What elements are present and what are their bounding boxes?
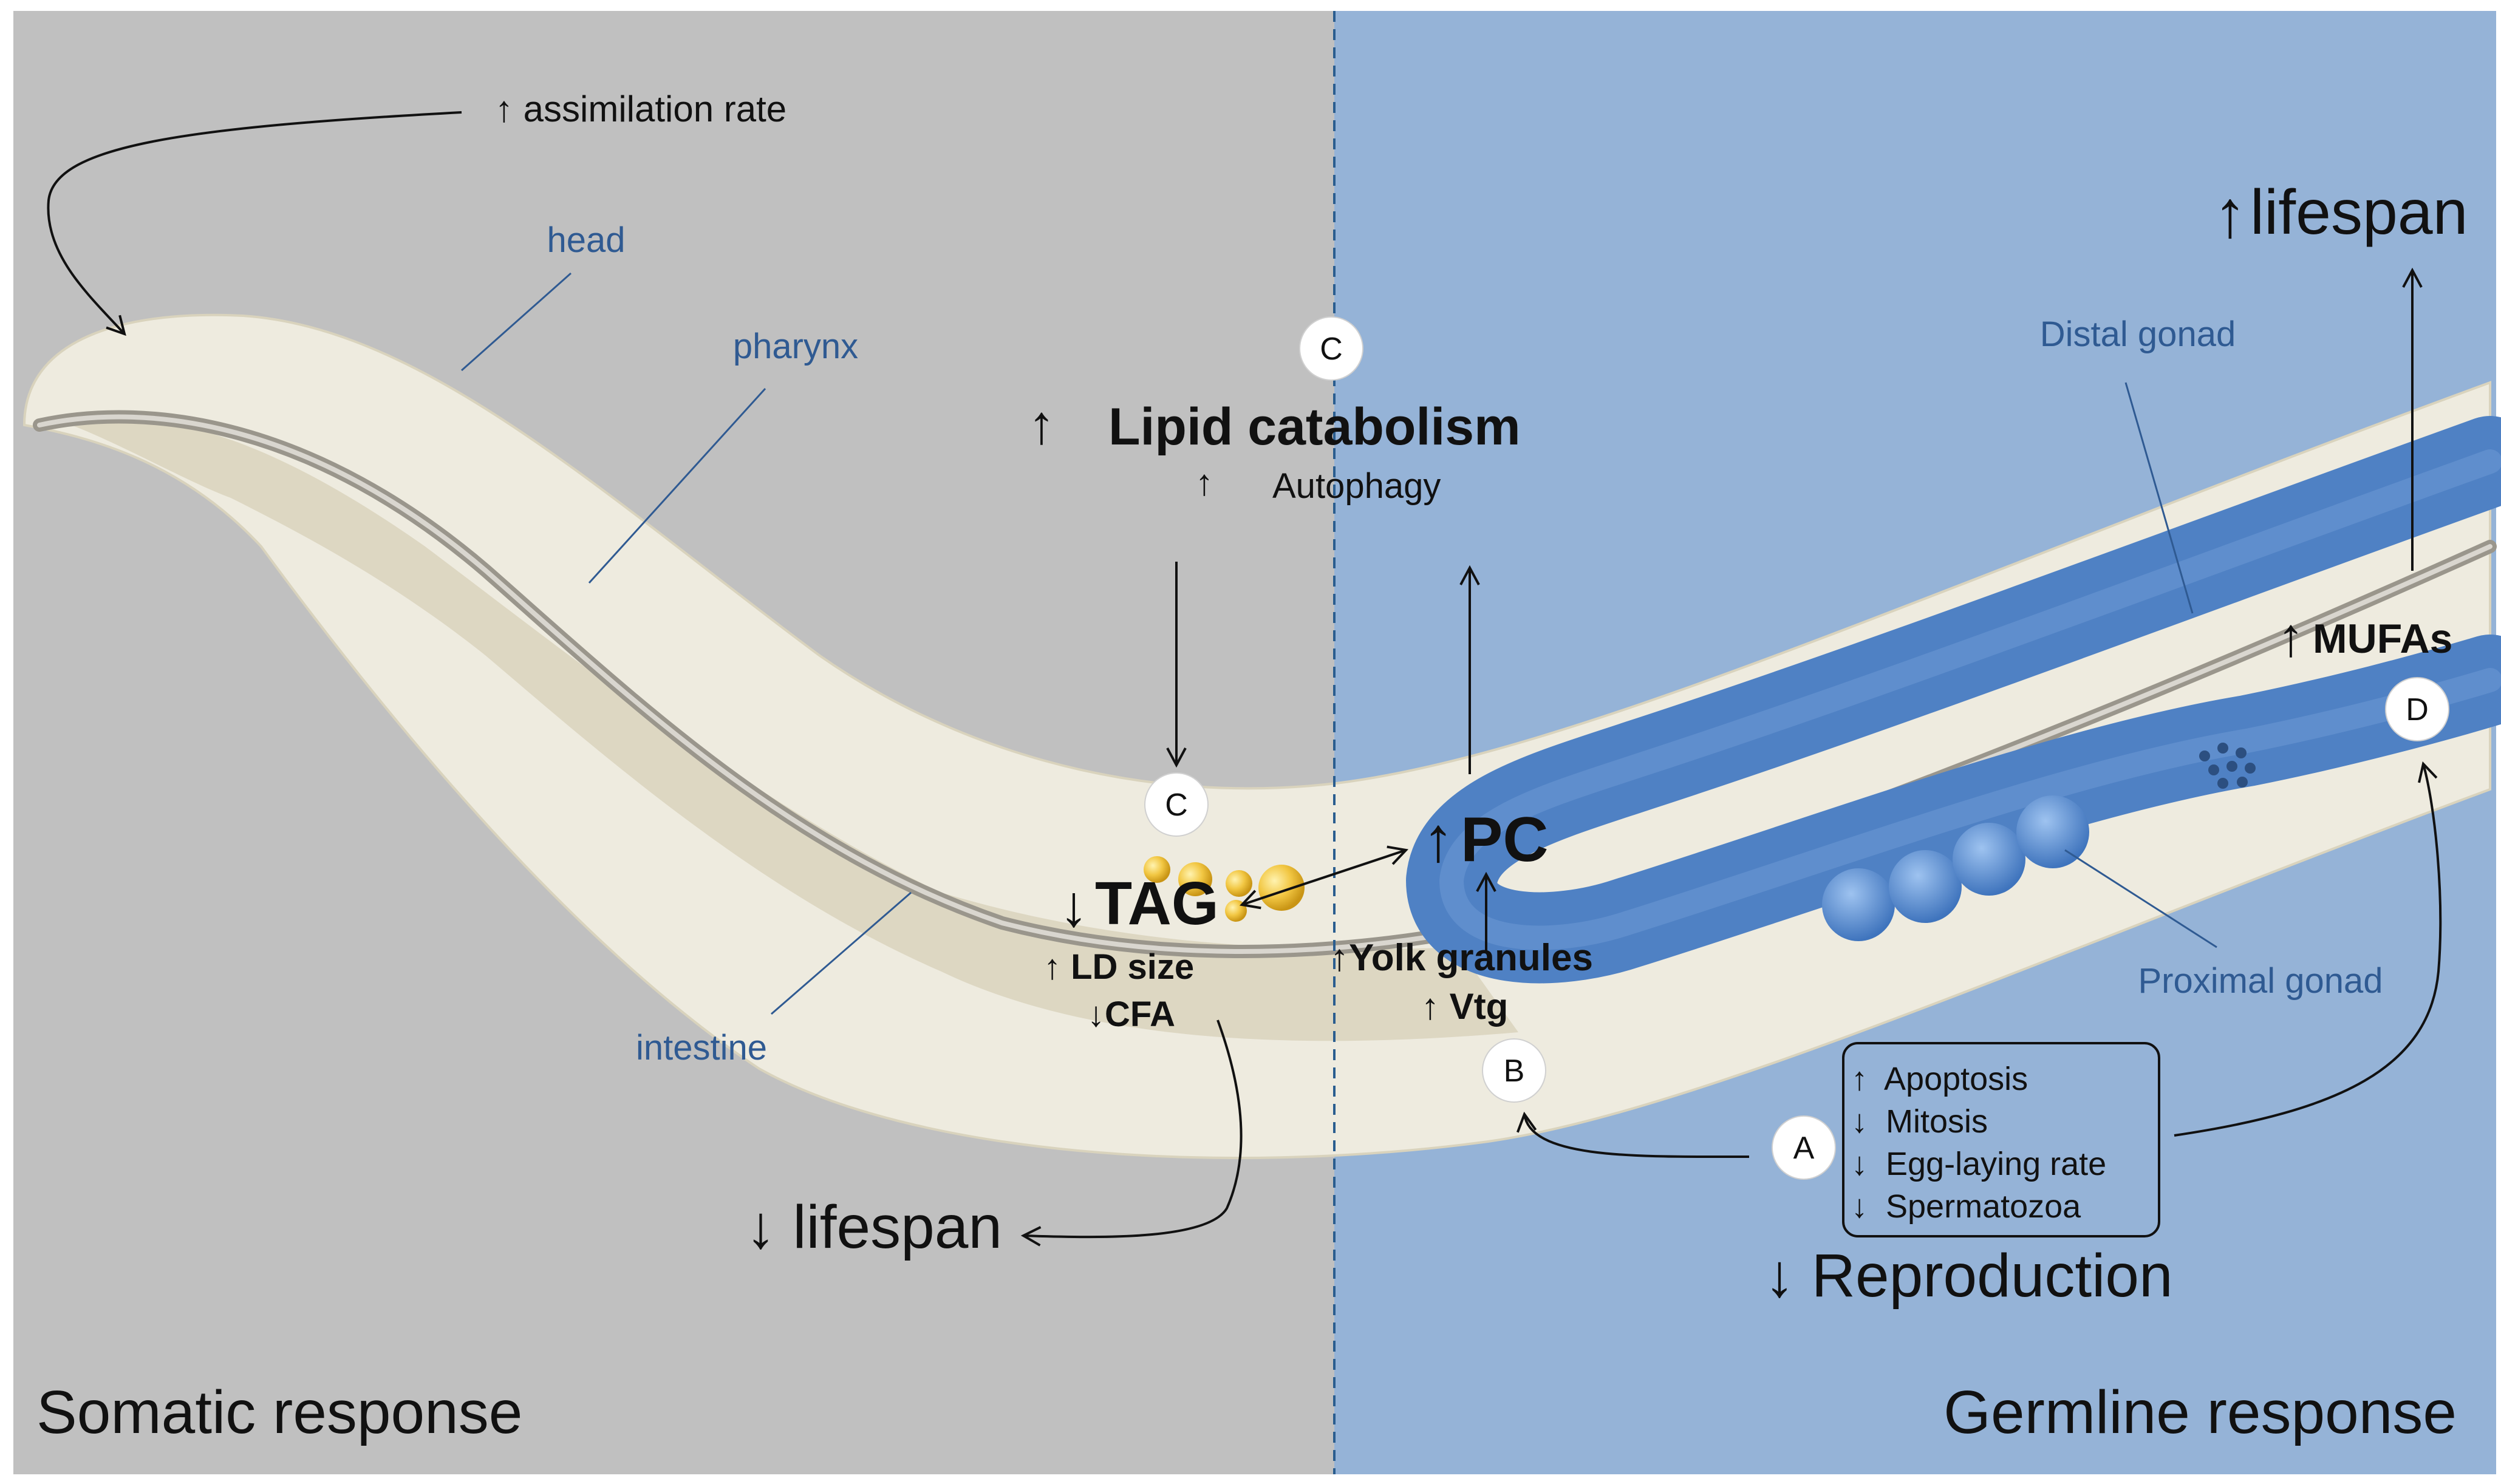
assimilation-arrow (47, 111, 462, 334)
lifespan-down-text: ↓ lifespan (746, 1193, 1002, 1261)
autophagy-text: Autophagy (1272, 466, 1441, 506)
marker-c-top: C (1299, 316, 1363, 381)
svg-text:D: D (2406, 692, 2429, 727)
marker-d: D (2385, 677, 2449, 741)
pathway-arrows (47, 111, 2442, 1237)
marker-a: A (1772, 1115, 1836, 1180)
lipid-droplet (1226, 870, 1252, 897)
lipid-droplet (1258, 865, 1305, 911)
svg-text:C: C (1320, 332, 1343, 367)
label-pharynx: pharynx (733, 327, 858, 366)
tag-pc-arrow (1242, 850, 1406, 905)
list-item: ↓ Spermatozoa (1851, 1188, 2081, 1225)
lifespan-up-arrow: ↑ (2214, 177, 2247, 251)
svg-text:B: B (1504, 1053, 1525, 1089)
marker-b: B (1482, 1038, 1546, 1103)
cfa-to-lifespan-arrow (1023, 1019, 1243, 1237)
egg (1889, 850, 1962, 923)
egg (2016, 795, 2089, 868)
mufas-text: MUFAs (2313, 616, 2452, 662)
cfa-text: ↓CFA (1087, 995, 1175, 1034)
germline-effects-box (1842, 1042, 2160, 1237)
label-distal-gonad: Distal gonad (2040, 315, 2236, 354)
svg-text:A: A (1793, 1131, 1815, 1166)
svg-text:C: C (1165, 788, 1188, 823)
label-proximal-gonad: Proximal gonad (2138, 961, 2383, 1001)
list-item: ↑ Apoptosis (1851, 1061, 2028, 1097)
egg (1953, 823, 2025, 896)
germline-response-title: Germline response (1943, 1378, 2457, 1446)
spermatheca-dots (2199, 743, 2256, 789)
somatic-response-title: Somatic response (36, 1378, 522, 1446)
egg (1822, 868, 1895, 941)
a-to-b-arrow (1524, 1114, 1750, 1159)
yolk-granules-text: ↑Yolk granules (1330, 937, 1593, 979)
label-head: head (547, 220, 625, 260)
ld-size-text: ↑ LD size (1043, 947, 1194, 987)
germline-effects-list: ↑ Apoptosis ↓ Mitosis ↓ Egg-laying rate … (1851, 1061, 2106, 1225)
lipid-droplet (1144, 856, 1170, 883)
pc-arrow: ↑ (1422, 805, 1454, 875)
reproduction-text: ↓ Reproduction (1764, 1242, 2173, 1310)
lipid-droplet (1178, 862, 1212, 896)
tag-text: TAG (1095, 870, 1219, 938)
autophagy-arrow: ↑ (1195, 462, 1213, 503)
tag-arrow: ↓ (1059, 874, 1088, 939)
marker-c-mid: C (1144, 772, 1209, 837)
intestine-tissue (55, 415, 1518, 1041)
label-intestine: intestine (636, 1028, 767, 1067)
lipid-catabolism-text: Lipid catabolism (1108, 398, 1521, 456)
vtg-text: ↑ Vtg (1421, 986, 1508, 1027)
pc-text: PC (1461, 805, 1548, 875)
box-to-d-arrow (2174, 764, 2442, 1137)
lifespan-up-text: lifespan (2250, 177, 2468, 248)
mufas-arrow: ↑ (2278, 607, 2305, 668)
anatomy-leaders (461, 272, 2217, 1015)
assimilation-rate-text: ↑ assimilation rate (495, 89, 786, 129)
lipid-catabolism-arrow: ↑ (1028, 395, 1056, 455)
list-item: ↓ Mitosis (1851, 1103, 1988, 1140)
list-item: ↓ Egg-laying rate (1851, 1146, 2106, 1182)
